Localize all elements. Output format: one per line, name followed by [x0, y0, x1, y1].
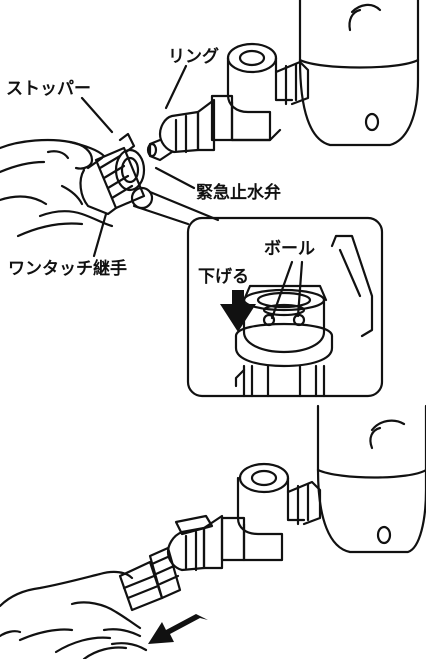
leader-ball-left [270, 260, 294, 320]
label-lower: 下げる [198, 267, 249, 287]
leader-valve [154, 166, 196, 190]
one-touch-joint-top [79, 132, 146, 216]
faucet-bottom [316, 404, 426, 554]
hand-top [0, 138, 114, 238]
label-ring: リング [168, 46, 219, 67]
ring-connector-top [146, 98, 216, 162]
valve-detail [234, 234, 374, 398]
label-joint: ワンタッチ継手 [8, 258, 127, 279]
pull-arrow-icon [148, 614, 208, 644]
down-arrow-icon [220, 290, 256, 332]
leader-ring [164, 64, 188, 110]
leader-stopper [80, 96, 114, 134]
hand-bottom [0, 570, 148, 659]
valve-body-top [210, 42, 310, 142]
magnify-callout [130, 186, 384, 398]
leader-joint [92, 212, 108, 258]
leader-ball-right [296, 260, 304, 318]
label-valve: 緊急止水弁 [196, 182, 281, 203]
valve-body-bottom [220, 462, 322, 562]
label-stopper: ストッパー [6, 79, 91, 99]
label-ball: ボール [264, 239, 315, 259]
one-touch-joint-bottom [118, 546, 182, 612]
faucet-top [298, 0, 420, 147]
ring-connector-bottom [166, 514, 224, 572]
